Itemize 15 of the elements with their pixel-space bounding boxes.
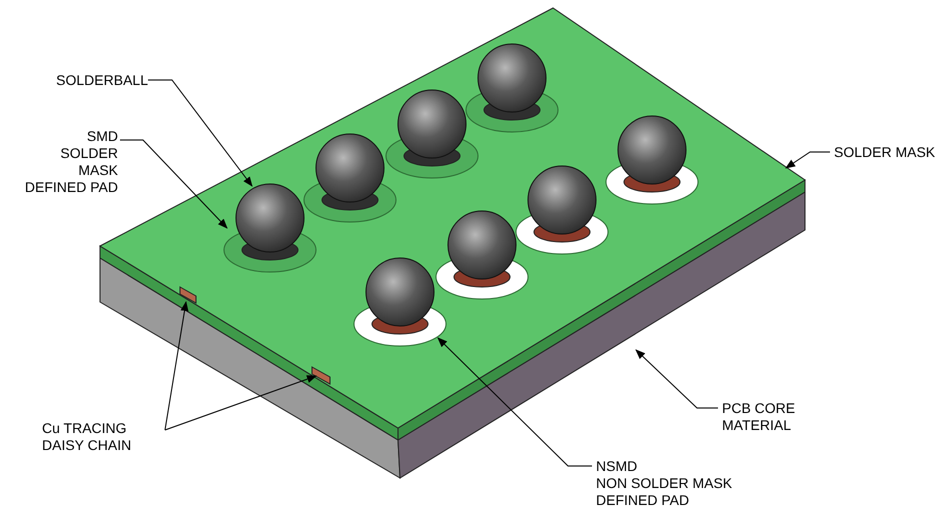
callout-label: Cu TRACING DAISY CHAIN <box>42 420 132 454</box>
callout-label: NSMD <box>596 458 638 475</box>
callout-label: SOLDER MASK DEFINED PAD <box>24 145 118 196</box>
leader-line <box>437 337 592 466</box>
leader-line <box>164 375 317 430</box>
callout-label: NON SOLDER MASK DEFINED PAD <box>596 475 734 509</box>
leader-line <box>635 349 718 408</box>
callout-label: SOLDER MASK <box>834 144 936 161</box>
callout-label: SMD <box>86 128 118 145</box>
leader-line <box>785 152 830 169</box>
leader-line <box>164 301 188 430</box>
callout-label: PCB CORE MATERIAL <box>722 400 796 434</box>
leader-line <box>120 140 228 229</box>
callout-label: SOLDERBALL <box>55 72 148 89</box>
leader-line <box>148 80 253 187</box>
